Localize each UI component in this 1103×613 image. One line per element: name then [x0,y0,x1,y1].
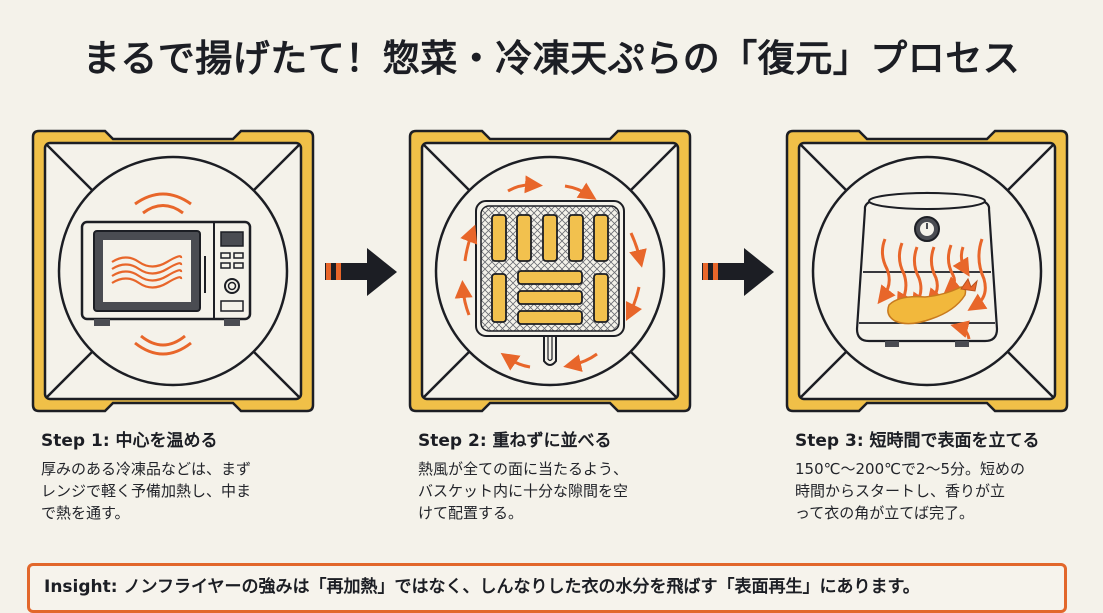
air-fryer-tempura-icon [855,191,999,347]
step-1-body: 厚みのある冷凍品などは、まず レンジで軽く予備加熱し、中ま で熱を通す。 [41,458,361,524]
step-1-body-line: で熱を通す。 [41,504,130,522]
air-fryer-basket-icon [454,175,647,372]
arrow-right-icon [325,246,399,298]
step-3-illustration [785,129,1069,413]
step-1-caption: Step 1: 中心を温める 厚みのある冷凍品などは、まず レンジで軽く予備加熱… [41,430,361,524]
step-1-body-line: 厚みのある冷凍品などは、まず [41,460,252,478]
step-2-body-line: けて配置する。 [418,504,524,522]
page-title: まるで揚げたて！惣菜・冷凍天ぷらの「復元」プロセス [82,37,1021,80]
step-2-body: 熱風が全ての面に当たるよう、 バスケット内に十分な隙間を空 けて配置する。 [418,458,738,524]
step-3-body-line: って衣の角が立てば完了。 [795,504,974,522]
step-2-body-line: バスケット内に十分な隙間を空 [418,482,629,500]
step-1-illustration [31,129,315,413]
frame-icon [31,129,315,413]
insight-text: Insight: ノンフライヤーの強みは「再加熱」ではなく、しんなりした衣の水分… [44,577,920,597]
step-1-title: Step 1: 中心を温める [41,431,218,451]
arrow-right-icon [702,246,776,298]
microwave-icon [80,192,252,356]
step-2-body-line: 熱風が全ての面に当たるよう、 [418,460,629,478]
step-2-title: Step 2: 重ねずに並べる [418,431,612,451]
step-1-body-line: レンジで軽く予備加熱し、中ま [41,482,252,500]
step-2-caption: Step 2: 重ねずに並べる 熱風が全ての面に当たるよう、 バスケット内に十分… [418,430,738,524]
step-2-illustration [408,129,692,413]
step-3-body-line: 150℃〜200℃で2〜5分。短めの [795,460,1026,478]
step-3-body: 150℃〜200℃で2〜5分。短めの 時間からスタートし、香りが立 って衣の角が… [795,458,1095,524]
step-3-body-line: 時間からスタートし、香りが立 [795,482,1006,500]
insight-box: Insight: ノンフライヤーの強みは「再加熱」ではなく、しんなりした衣の水分… [27,563,1067,613]
step-3-title: Step 3: 短時間で表面を立てる [795,431,1040,451]
step-3-caption: Step 3: 短時間で表面を立てる 150℃〜200℃で2〜5分。短めの 時間… [795,430,1095,524]
